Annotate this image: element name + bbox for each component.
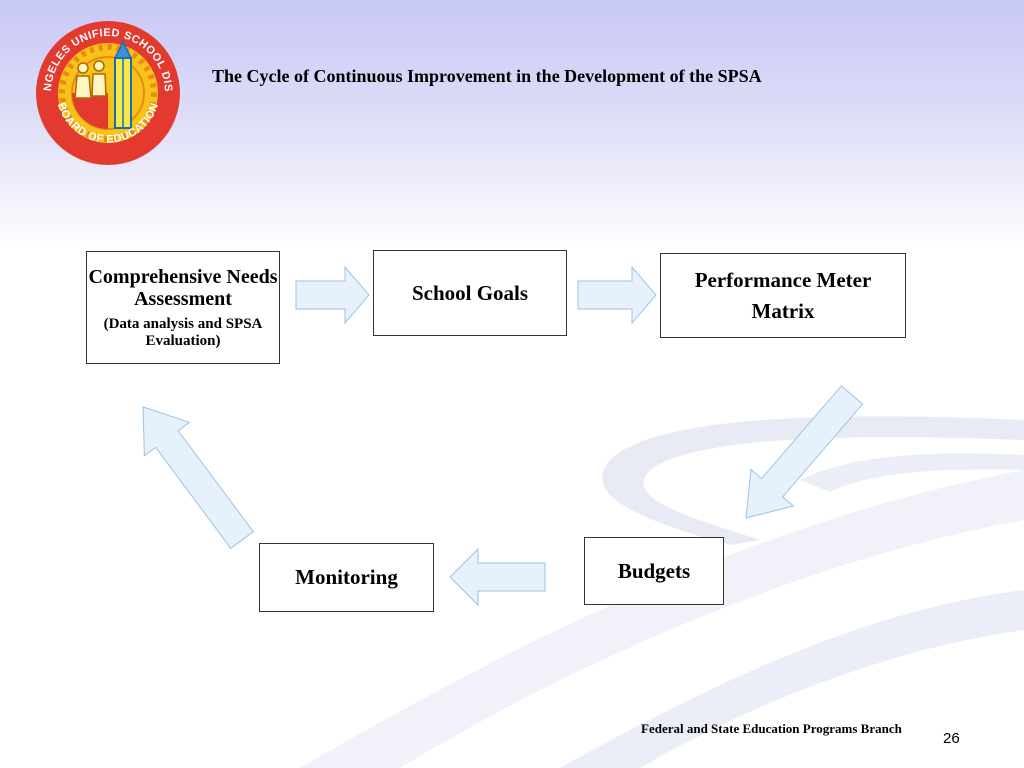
page-number: 26 (943, 730, 960, 747)
node-performance-meter: Performance Meter Matrix (660, 253, 906, 338)
node-label: Budgets (617, 558, 691, 583)
node-school-goals: School Goals (373, 250, 567, 336)
node-label: Monitoring (295, 565, 398, 589)
logo-red-quadrant (72, 93, 108, 129)
arrow-needs-assessment-to-school-goals (295, 265, 370, 325)
sun-rays (59, 44, 157, 142)
node-label: Performance Meter Matrix (694, 267, 872, 323)
arrow-performance-meter-to-budgets (745, 385, 864, 519)
slide-footer: Federal and State Education Programs Bra… (641, 721, 902, 736)
arrow-monitoring-to-needs-assessment (142, 406, 254, 550)
node-monitoring: Monitoring (259, 543, 434, 612)
children-figures-icon (74, 60, 107, 99)
slide-title: The Cycle of Continuous Improvement in t… (212, 66, 762, 86)
node-needs-assessment: Comprehensive Needs Assessment (Data ana… (86, 251, 280, 364)
pencil-icon (113, 40, 133, 129)
node-label: School Goals (411, 280, 529, 305)
arrow-budgets-to-monitoring (449, 547, 546, 607)
node-budgets: Budgets (584, 537, 724, 605)
arrow-school-goals-to-performance-meter (577, 265, 657, 325)
node-sublabel: (Data analysis and SPSA Evaluation) (103, 315, 263, 349)
district-logo: LOS ANGELES UNIFIED SCHOOL DISTRICT BOAR… (33, 18, 180, 165)
node-label: Comprehensive Needs Assessment (88, 265, 278, 310)
